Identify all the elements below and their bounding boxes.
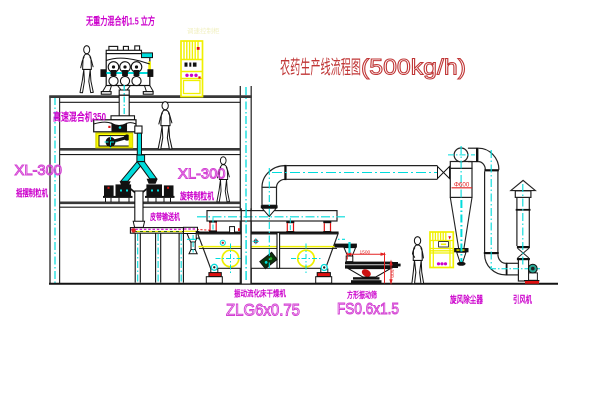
svg-text:Φ600: Φ600	[454, 182, 470, 189]
svg-text:无重力混合机1.5 立方: 无重力混合机1.5 立方	[85, 15, 155, 28]
svg-text:XL-300: XL-300	[15, 162, 63, 179]
svg-text:摇摆制粒机: 摇摆制粒机	[16, 188, 48, 200]
svg-text:方形振动筛: 方形振动筛	[347, 289, 377, 300]
svg-text:(500kg/h): (500kg/h)	[361, 55, 466, 80]
svg-text:500: 500	[389, 270, 395, 278]
svg-text:旋风除尘器: 旋风除尘器	[449, 293, 483, 306]
svg-text:旋转制粒机: 旋转制粒机	[179, 190, 214, 203]
svg-text:调速控制柜: 调速控制柜	[187, 26, 220, 35]
svg-text:皮带输送机: 皮带输送机	[149, 211, 180, 222]
svg-text:FS0.6x1.5: FS0.6x1.5	[337, 301, 399, 318]
svg-text:振动流化床干燥机: 振动流化床干燥机	[234, 288, 286, 299]
svg-text:XL-300: XL-300	[178, 166, 226, 183]
svg-text:1500: 1500	[360, 249, 371, 255]
svg-text:引风机: 引风机	[513, 293, 532, 306]
svg-text:ZLG6x0.75: ZLG6x0.75	[226, 301, 300, 320]
svg-text:农药生产线流程图: 农药生产线流程图	[280, 57, 361, 79]
svg-text:高速混合机350: 高速混合机350	[53, 110, 106, 124]
